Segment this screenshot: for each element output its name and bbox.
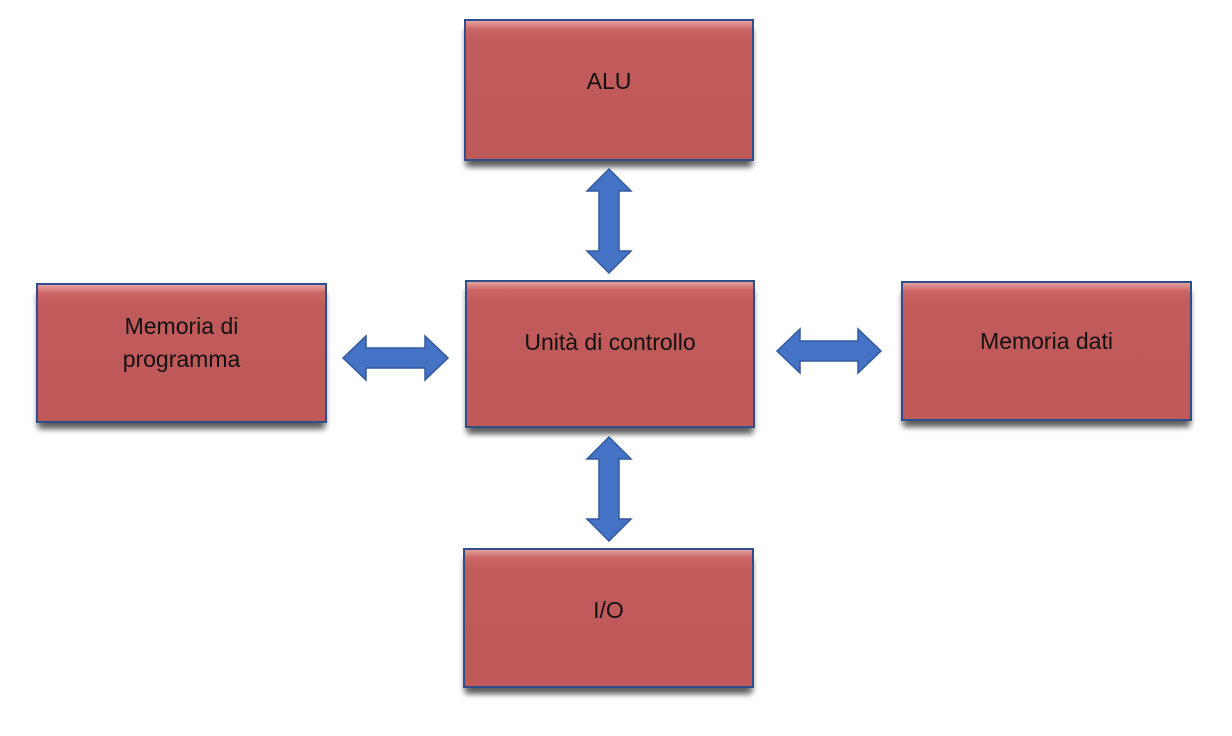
io-box: I/O: [463, 548, 754, 688]
data-memory-box: Memoria dati: [901, 281, 1192, 421]
alu-control-arrow: [585, 167, 633, 275]
program-memory-box: Memoria di programma: [36, 283, 327, 423]
control-unit-label: Unità di controllo: [524, 329, 696, 355]
io-label: I/O: [593, 597, 624, 623]
control-io-arrow: [585, 435, 633, 543]
control-unit-box: Unità di controllo: [465, 280, 755, 428]
alu-label: ALU: [586, 68, 632, 94]
alu-box: ALU: [464, 19, 754, 161]
data-memory-label: Memoria dati: [980, 328, 1113, 354]
program-memory-control-arrow: [341, 334, 450, 382]
control-data-memory-arrow: [775, 327, 883, 375]
program-memory-label: Memoria di programma: [122, 313, 241, 373]
